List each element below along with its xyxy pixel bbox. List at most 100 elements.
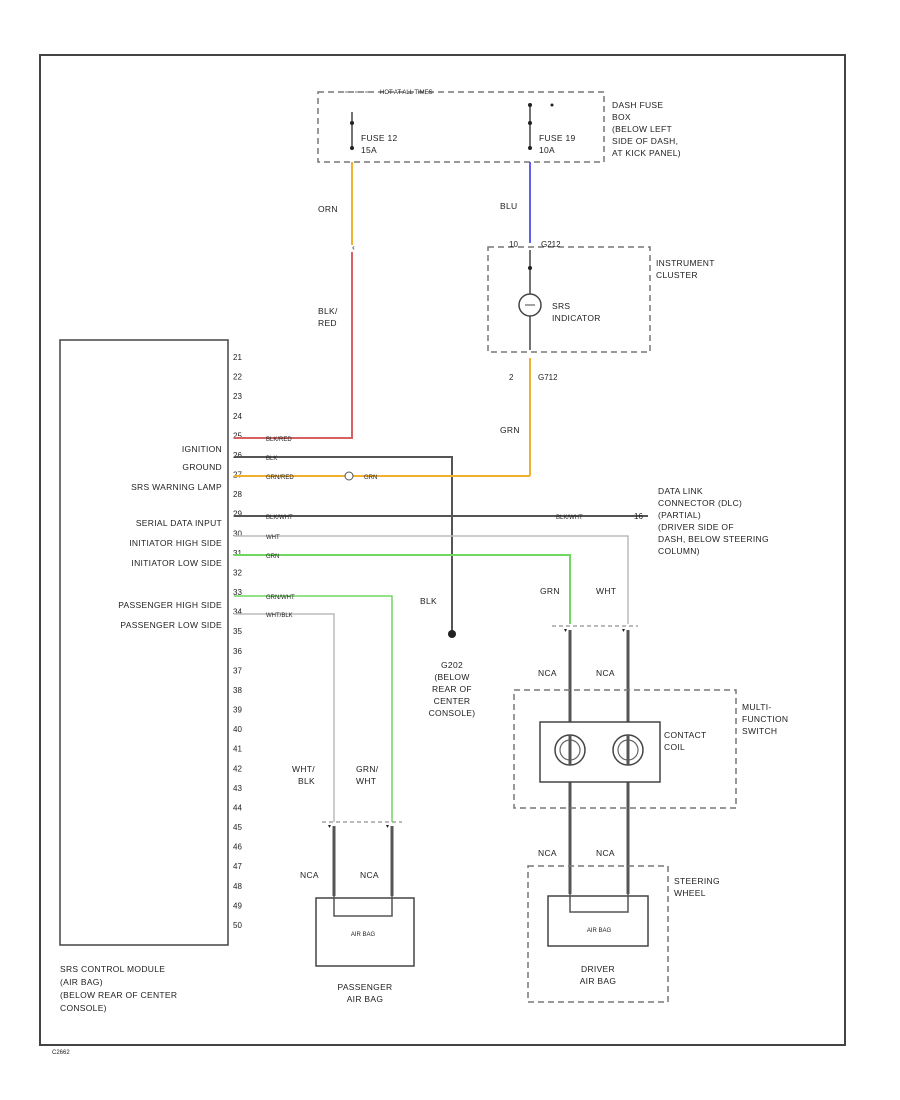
srs-module-pin: 32	[233, 568, 242, 577]
ground-wire	[234, 456, 453, 632]
passenger-airbag-inner: AIR BAG	[351, 932, 376, 938]
initiator-high-wire-code: WHT	[266, 535, 280, 541]
pass-right-label-2: WHT	[356, 776, 376, 786]
blk-red-label-1: BLK/	[318, 306, 338, 316]
driver-wht-label: WHT	[596, 586, 616, 596]
srs-module-pin: 34	[233, 608, 242, 617]
srs-module-pin: 31	[233, 549, 242, 558]
cluster-pin-10: 10	[509, 240, 518, 249]
srs-module-pin: 24	[233, 412, 242, 421]
passenger-airbag-label-1: PASSENGER	[338, 982, 393, 992]
driver-airbag-label-2: AIR BAG	[580, 976, 617, 986]
pass-left-label-2: BLK	[298, 776, 315, 786]
srs-module-pin: 29	[233, 510, 242, 519]
dlc-label-4: (DRIVER SIDE OF	[658, 522, 734, 532]
dlc-pin-16: 16	[634, 512, 643, 521]
footer-code: C2662	[52, 1050, 70, 1056]
srs-module-pin: 25	[233, 431, 242, 440]
fuse-box-label-1: DASH FUSE	[612, 100, 663, 110]
srs-module-pin: 40	[233, 725, 242, 734]
splice-icon	[344, 471, 354, 481]
srs-module-label-4: CONSOLE)	[60, 1003, 107, 1013]
driver-airbag-inner: AIR BAG	[587, 928, 612, 934]
signal-passenger-high-side: PASSENGER HIGH SIDE	[118, 600, 222, 610]
srs-indicator-label-1: SRS	[552, 301, 570, 311]
dlc-label-5: DASH, BELOW STEERING	[658, 534, 769, 544]
srs-module-pin: 39	[233, 706, 242, 715]
srs-module-pin: 36	[233, 647, 242, 656]
driver-connector-pin-a: ▾	[564, 628, 567, 634]
passenger-high-wire	[234, 595, 393, 822]
srs-module-pin: 42	[233, 764, 242, 773]
fuse-box-label-5: AT KICK PANEL)	[612, 148, 681, 158]
cluster-pin-g712: G712	[538, 373, 558, 382]
srs-module-pin: 44	[233, 804, 242, 813]
serial-data-wire-code: BLK/WHT	[266, 515, 293, 521]
multifunction-switch: CONTACT COIL MULTI- FUNCTION SWITCH	[513, 689, 788, 809]
srs-module-pin: 37	[233, 666, 242, 675]
fuse-12-rating: 15A	[361, 145, 377, 155]
ignition-wire-code: BLK/RED	[266, 437, 292, 443]
signal-initiator-high-side: INITIATOR HIGH SIDE	[129, 538, 222, 548]
srs-module-label-3: (BELOW REAR OF CENTER	[60, 990, 177, 1000]
srs-module-pin: 47	[233, 862, 242, 871]
signal-serial-data-input: SERIAL DATA INPUT	[136, 518, 222, 528]
fuse-box-label-3: (BELOW LEFT	[612, 124, 672, 134]
cluster-pin-2: 2	[509, 373, 514, 382]
ground-label-3: REAR OF	[432, 684, 472, 694]
fuse-19-label: FUSE 19	[539, 133, 576, 143]
srs-indicator-label-2: INDICATOR	[552, 313, 601, 323]
srs-control-module: IGNITION GROUND SRS WARNING LAMP SERIAL …	[59, 339, 242, 946]
signal-srs-warning-lamp: SRS WARNING LAMP	[131, 482, 222, 492]
blu-wire-label: BLU	[500, 201, 517, 211]
steering-wheel-label-1: STEERING	[674, 876, 720, 886]
nca-label-6: NCA	[360, 870, 379, 880]
nca-label-5: NCA	[300, 870, 319, 880]
nca-label-1: NCA	[538, 668, 557, 678]
srs-module-pin: 30	[233, 529, 242, 538]
passenger-airbag: AIR BAG PASSENGER AIR BAG	[315, 896, 415, 1004]
dlc-label-6: COLUMN)	[658, 546, 700, 556]
fuse-box-label-4: SIDE OF DASH,	[612, 136, 678, 146]
dlc-label-1: DATA LINK	[658, 486, 703, 496]
ground-point-icon	[448, 630, 456, 638]
passenger-connector-pin-a: ▾	[328, 824, 331, 830]
multifunction-label-3: SWITCH	[742, 726, 777, 736]
passenger-low-wire	[234, 613, 335, 822]
ground-label-2: (BELOW	[434, 672, 469, 682]
cluster-pin-g212: G212	[541, 240, 561, 249]
ground-wire-label: BLK	[420, 596, 437, 606]
srs-module-label-1: SRS CONTROL MODULE	[60, 964, 165, 974]
passenger-airbag-label-2: AIR BAG	[347, 994, 384, 1004]
ground-label-5: CONSOLE)	[429, 708, 476, 718]
nca-label-3: NCA	[538, 848, 557, 858]
srs-module-pin: 50	[233, 921, 242, 930]
ground-wire-code: BLK	[266, 456, 277, 462]
srs-module-pin: 33	[233, 588, 242, 597]
initiator-high-wire	[234, 535, 629, 624]
srs-lamp-wire-code: GRN/RED	[266, 475, 294, 481]
instrument-cluster: 10 G212 SRS INDICATOR INSTRUMENT CLUSTER	[487, 240, 714, 353]
srs-module-pin: 26	[233, 451, 242, 460]
cluster-label-2: CLUSTER	[656, 270, 698, 280]
contact-coil-label-2: COIL	[664, 742, 685, 752]
srs-module-pin: 45	[233, 823, 242, 832]
orn-wire-label: ORN	[318, 204, 338, 214]
srs-module-pin: 35	[233, 627, 242, 636]
srs-module-label-2: (AIR BAG)	[60, 977, 103, 987]
serial-data-wire-code-2: BLK/WHT	[556, 515, 583, 521]
srs-module-pin: 28	[233, 490, 242, 499]
passenger-connector-pin-b: ▾	[386, 824, 389, 830]
signal-ignition: IGNITION	[182, 444, 222, 454]
diagram-frame	[39, 54, 846, 1046]
pass-left-label-1: WHT/	[292, 764, 315, 774]
nca-label-4: NCA	[596, 848, 615, 858]
srs-module-pin: 41	[233, 745, 242, 754]
srs-module-pin: 23	[233, 392, 242, 401]
fuse-12-label: FUSE 12	[361, 133, 398, 143]
srs-lamp-wire-code-2: GRN	[364, 475, 377, 481]
dlc-label-3: (PARTIAL)	[658, 510, 701, 520]
driver-airbag-label-1: DRIVER	[581, 964, 615, 974]
pass-right-label-1: GRN/	[356, 764, 379, 774]
